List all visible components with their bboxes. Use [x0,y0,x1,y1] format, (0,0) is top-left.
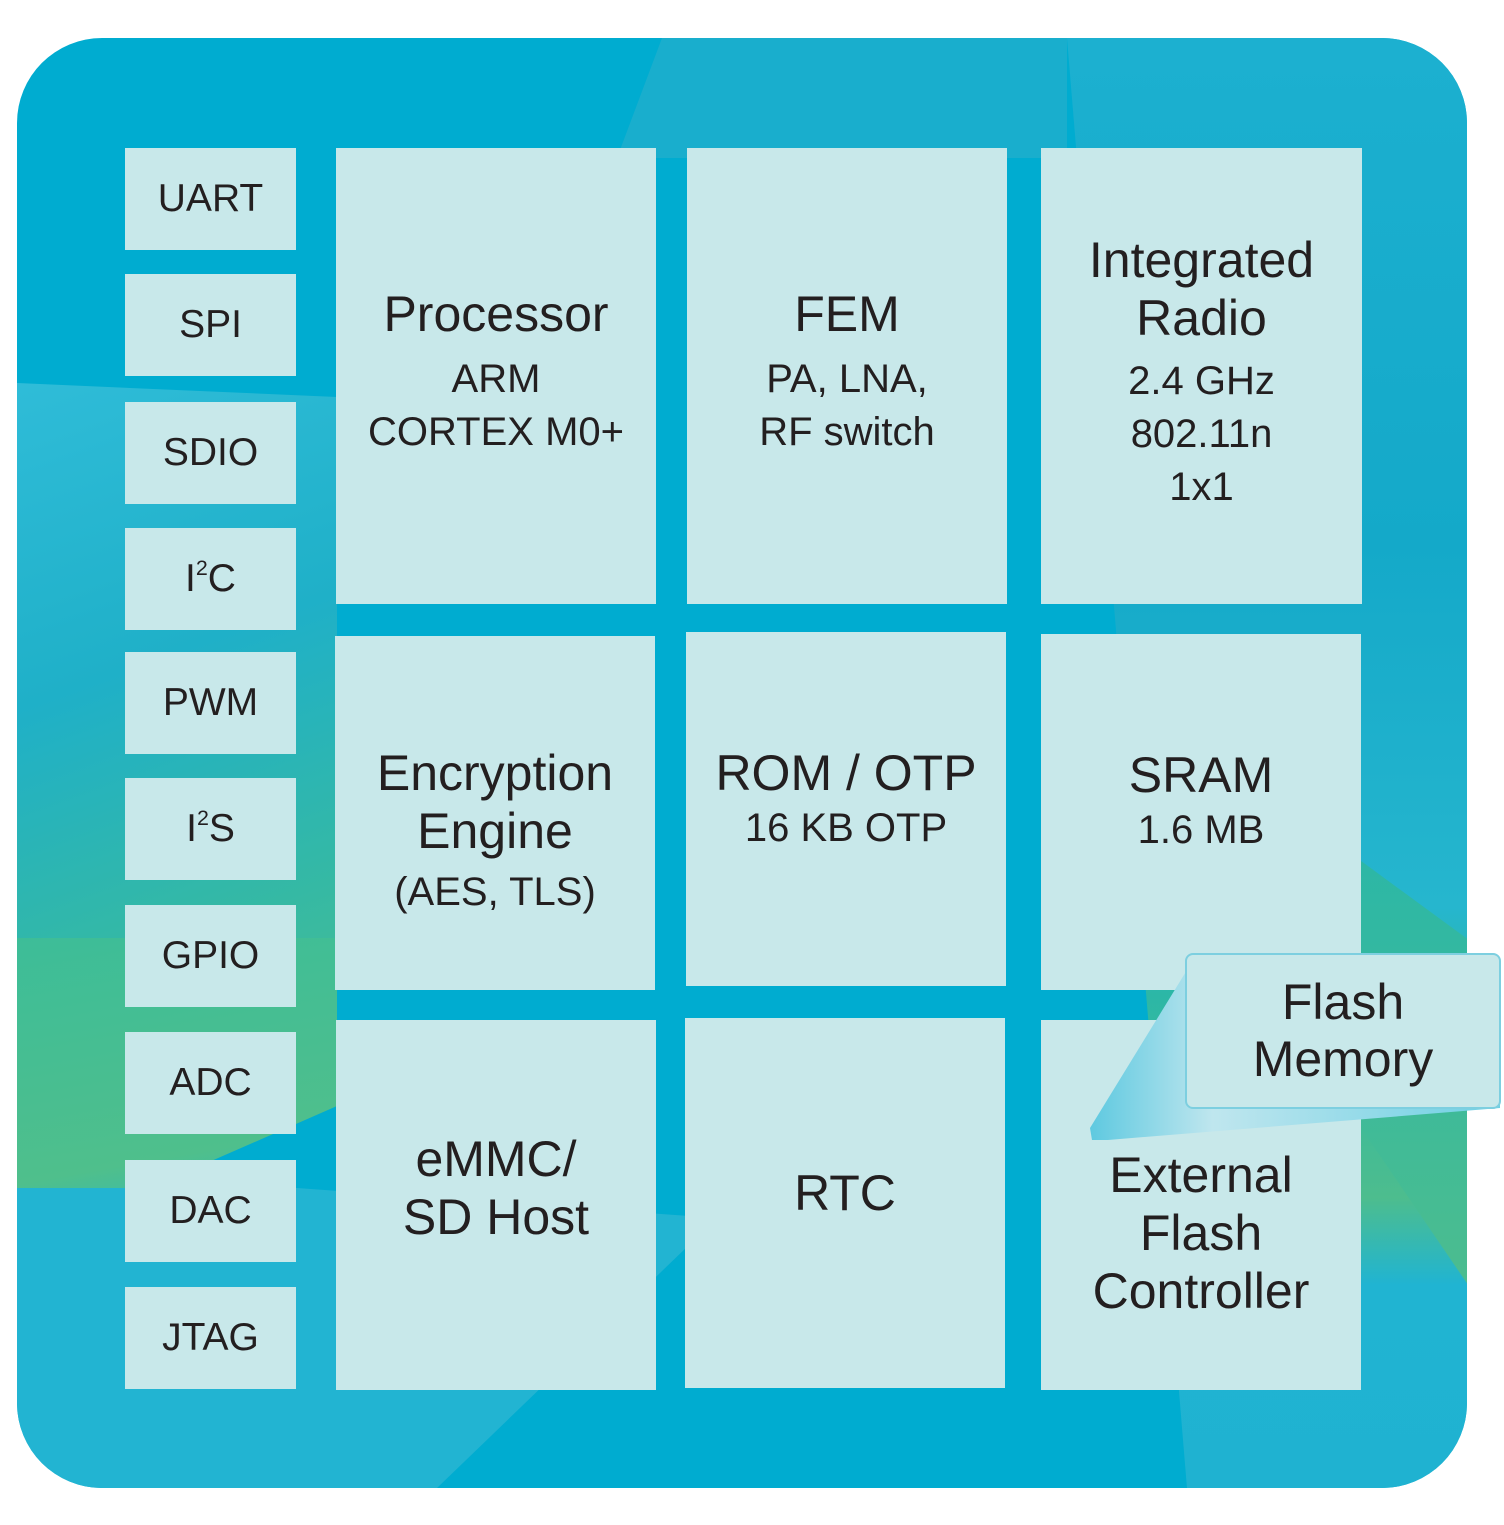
block-title: Flash [1139,1205,1263,1261]
block-detail: 1.6 MB [1137,808,1265,852]
block-title: RTC [794,1165,896,1221]
peripheral-pwm: PWM [125,652,296,754]
peripheral-dac: DAC [125,1160,296,1262]
peripheral-sdio: SDIO [125,402,296,504]
block-detail: 1x1 [1169,465,1234,509]
peripheral-label: I2S [186,805,235,850]
block-detail: ARM [451,357,541,401]
block-detail: 16 KB OTP [744,806,948,850]
callout-label: Memory [1252,1031,1434,1087]
block-title: Radio [1136,290,1267,346]
peripheral-i2s: I2S [125,778,296,880]
peripheral-label: DAC [169,1189,252,1232]
flash-memory-callout: Flash Memory [1185,953,1501,1109]
peripheral-spi: SPI [125,274,296,376]
peripheral-label: ADC [169,1061,252,1104]
peripheral-gpio: GPIO [125,905,296,1007]
block-detail: PA, LNA, [766,357,928,401]
block-processor: Processor ARM CORTEX M0+ [336,148,656,604]
block-title: External [1109,1147,1293,1203]
block-detail: CORTEX M0+ [368,410,624,454]
block-integrated-radio: Integrated Radio 2.4 GHz 802.11n 1x1 [1041,148,1362,604]
peripheral-adc: ADC [125,1032,296,1134]
block-detail: (AES, TLS) [394,870,596,914]
peripheral-i2c: I2C [125,528,296,630]
block-title: Integrated [1088,232,1315,288]
block-title: Engine [417,803,573,859]
block-title: ROM / OTP [715,745,977,801]
block-fem: FEM PA, LNA, RF switch [687,148,1007,604]
peripheral-label: SPI [179,303,242,346]
callout-label: Flash [1281,974,1405,1030]
block-title: SRAM [1128,747,1274,803]
block-detail: RF switch [759,410,935,454]
block-emmc-sd-host: eMMC/ SD Host [336,1020,656,1390]
peripheral-uart: UART [125,148,296,250]
peripheral-jtag: JTAG [125,1287,296,1389]
block-rtc: RTC [685,1018,1005,1388]
block-detail: 802.11n [1130,412,1273,456]
block-title: SD Host [402,1189,590,1245]
block-sram: SRAM 1.6 MB [1041,634,1361,990]
block-encryption-engine: Encryption Engine (AES, TLS) [335,636,655,990]
peripheral-label: PWM [162,681,259,724]
block-title: FEM [794,286,900,342]
peripheral-label: SDIO [162,431,259,474]
block-detail: 2.4 GHz [1128,359,1275,403]
block-rom-otp: ROM / OTP 16 KB OTP [686,632,1006,986]
peripheral-label: JTAG [162,1316,259,1359]
block-title: eMMC/ [415,1131,577,1187]
background-facet [617,38,1067,158]
peripheral-label: UART [157,177,264,220]
peripheral-label: I2C [185,555,236,600]
block-title: Controller [1092,1263,1310,1319]
peripheral-label: GPIO [161,934,260,977]
block-title: Encryption [376,745,614,801]
block-title: Processor [383,286,609,342]
